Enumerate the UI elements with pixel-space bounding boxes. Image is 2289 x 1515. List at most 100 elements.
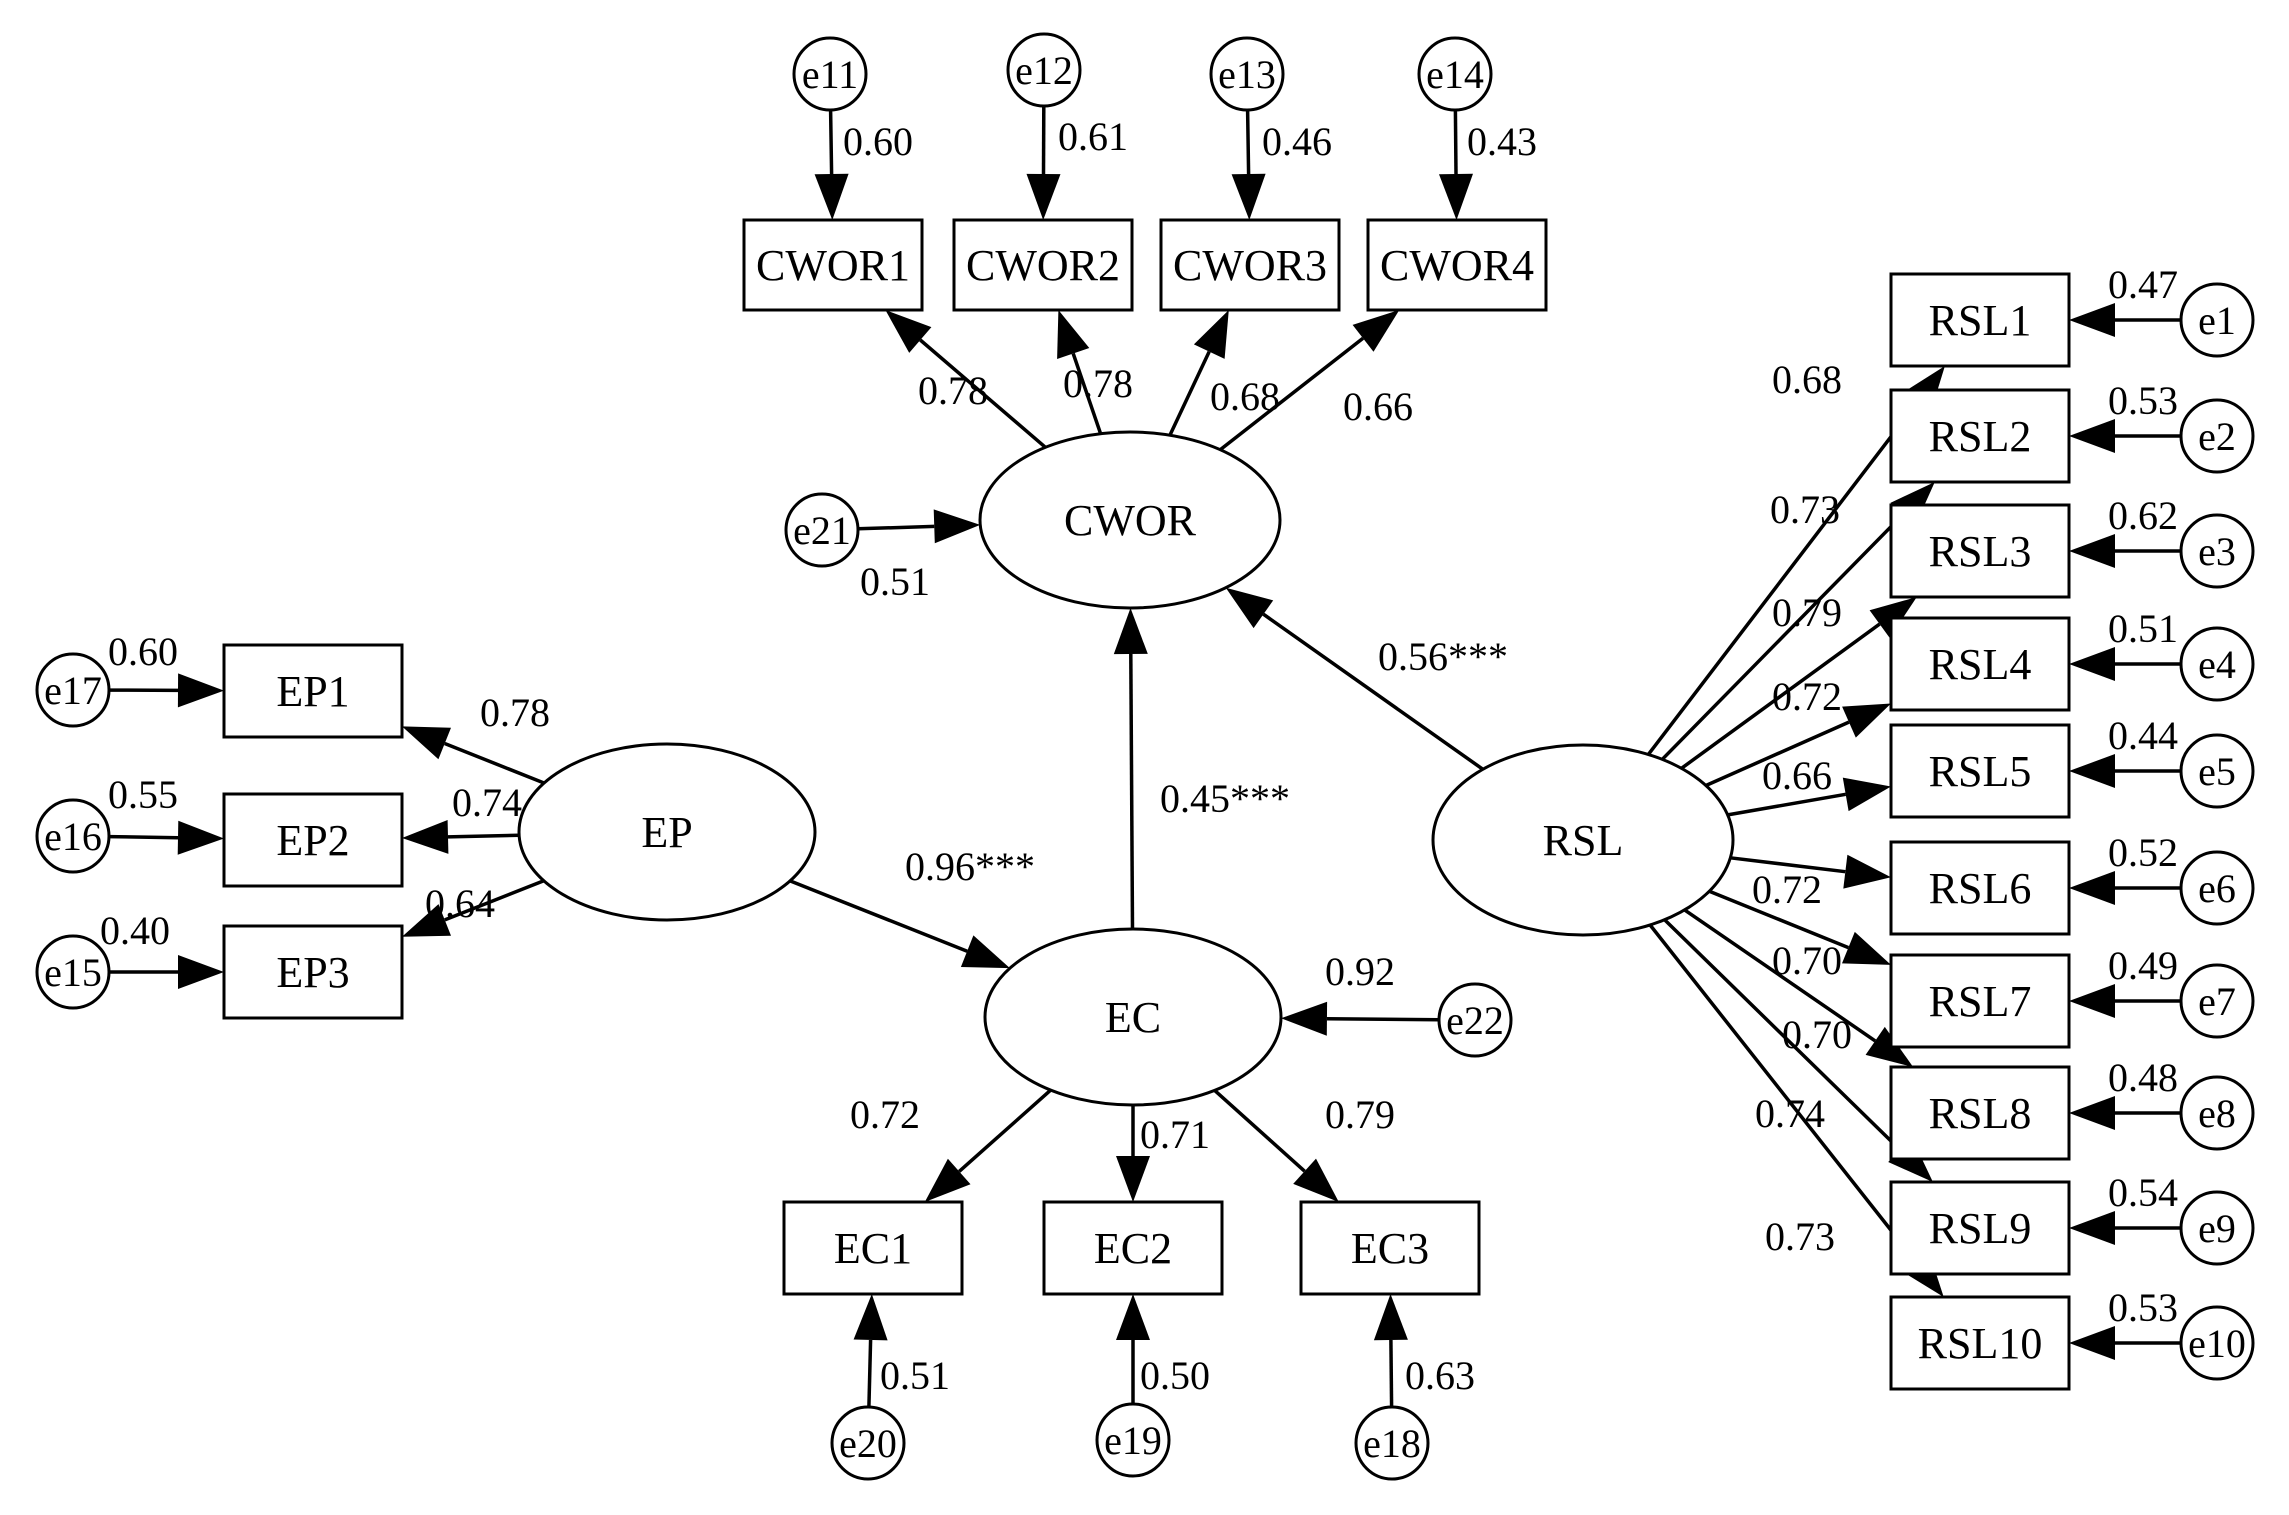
coefficient-ep-ep1: 0.78 [480,690,550,735]
error-path-e22-ec [1281,1001,1440,1036]
error-term-e3: e3 [2179,513,2255,589]
error-path-e21-cwor [857,509,981,544]
error-path-e8-rsl8 [2069,1096,2181,1130]
error-term-e17: e17 [35,652,111,728]
coefficient-ep-ep2: 0.74 [452,780,522,825]
coefficient-e5-rsl5: 0.44 [2108,713,2178,758]
observed-variable-ec1: EC1 [782,1200,964,1296]
error-path-e11-cwor1 [814,109,849,220]
error-path-e19-ec2 [1116,1294,1150,1404]
error-term-e2: e2 [2179,398,2255,474]
observed-variable-cwor2: CWOR2 [952,218,1134,312]
structural-path-ec-cwor [1113,608,1148,930]
loading-path-ec-ec1 [924,1088,1052,1202]
error-path-e6-rsl6 [2069,871,2181,905]
observed-label: RSL4 [1929,640,2032,689]
coefficient-e13-cwor3: 0.46 [1262,119,1332,164]
observed-variable-rsl7: RSL7 [1889,953,2071,1049]
coefficient-e14-cwor4: 0.43 [1467,119,1537,164]
error-term-e10: e10 [2179,1305,2255,1381]
error-label: e22 [1446,998,1504,1043]
error-path-e7-rsl7 [2069,984,2181,1018]
observed-variable-cwor4: CWOR4 [1366,218,1548,312]
error-label: e13 [1218,52,1276,97]
observed-variable-rsl9: RSL9 [1889,1180,2071,1276]
observed-variable-rsl8: RSL8 [1889,1065,2071,1161]
coefficient-e8-rsl8: 0.48 [2108,1055,2178,1100]
observed-variable-rsl5: RSL5 [1889,723,2071,819]
latent-variable-ec: EC [983,927,1283,1107]
error-path-e12-cwor2 [1026,105,1061,220]
coefficient-e15-ep3: 0.40 [100,908,170,953]
coefficient-rsl-rsl5: 0.66 [1762,753,1832,798]
error-path-e2-rsl2 [2069,419,2181,453]
coefficient-e4-rsl4: 0.51 [2108,606,2178,651]
coefficient-e17-ep1: 0.60 [108,629,178,674]
latent-label: EP [641,808,692,857]
coefficient-e21-cwor: 0.51 [860,559,930,604]
observed-label: EC1 [834,1224,912,1273]
observed-label: RSL3 [1929,527,2032,576]
error-term-e18: e18 [1354,1405,1430,1481]
error-label: e19 [1104,1418,1162,1463]
error-label: e7 [2198,979,2236,1024]
error-term-e21: e21 [784,492,860,568]
observed-label: CWOR4 [1380,241,1534,290]
coefficient-e22-ec: 0.92 [1325,949,1395,994]
observed-label: RSL10 [1918,1319,2043,1368]
coefficient-e11-cwor1: 0.60 [843,119,913,164]
loading-path-cwor-cwor3 [1168,310,1229,436]
error-label: e16 [44,814,102,859]
observed-label: CWOR2 [966,241,1120,290]
coefficient-e10-rsl10: 0.53 [2108,1285,2178,1330]
error-label: e12 [1015,48,1073,93]
coefficient-e3-rsl3: 0.62 [2108,493,2178,538]
error-label: e6 [2198,866,2236,911]
loading-path-ep-ep1 [402,726,545,785]
error-term-e12: e12 [1006,32,1082,108]
coefficient-rsl-rsl3: 0.79 [1772,590,1842,635]
coefficient-e1-rsl1: 0.47 [2108,262,2178,307]
observed-label: EC3 [1351,1224,1429,1273]
error-path-e20-ec1 [853,1294,888,1408]
observed-variable-ec2: EC2 [1042,1200,1224,1296]
coefficient-e18-ec3: 0.63 [1405,1353,1475,1398]
observed-label: EC2 [1094,1224,1172,1273]
observed-label: RSL7 [1929,977,2032,1026]
error-term-e6: e6 [2179,850,2255,926]
error-label: e3 [2198,529,2236,574]
loading-path-ep-ep3 [402,879,545,937]
observed-variable-rsl1: RSL1 [1889,272,2071,368]
coefficient-rsl-rsl6: 0.72 [1752,867,1822,912]
error-path-e17-ep1 [108,673,224,708]
loading-path-ec-ec2 [1116,1105,1150,1202]
coefficient-rsl-cwor: 0.56*** [1378,634,1508,679]
error-path-e16-ep2 [108,820,224,855]
error-label: e11 [802,52,858,97]
error-label: e9 [2198,1206,2236,1251]
observed-label: RSL1 [1929,296,2032,345]
coefficient-e2-rsl2: 0.53 [2108,378,2178,423]
error-label: e8 [2198,1091,2236,1136]
error-term-e7: e7 [2179,963,2255,1039]
loading-path-rsl-rsl8 [1683,908,1914,1067]
observed-variable-rsl4: RSL4 [1889,616,2071,712]
coefficient-ec-ec2: 0.71 [1140,1112,1210,1157]
error-path-e9-rsl9 [2069,1211,2181,1245]
error-path-e15-ep3 [109,955,224,989]
observed-variable-rsl6: RSL6 [1889,840,2071,936]
latent-label: CWOR [1064,496,1197,545]
observed-variable-rsl3: RSL3 [1889,503,2071,599]
coefficient-ep-ec: 0.96*** [905,844,1035,889]
error-term-e8: e8 [2179,1075,2255,1151]
coefficient-e19-ec2: 0.50 [1140,1353,1210,1398]
coefficient-cwor-cwor1: 0.78 [918,368,988,413]
observed-label: RSL5 [1929,747,2032,796]
coefficient-rsl-rsl10: 0.73 [1765,1214,1835,1259]
error-path-e1-rsl1 [2069,303,2181,337]
error-label: e14 [1426,52,1484,97]
observed-label: CWOR3 [1173,241,1327,290]
observed-label: EP1 [276,667,349,716]
error-label: e4 [2198,642,2236,687]
